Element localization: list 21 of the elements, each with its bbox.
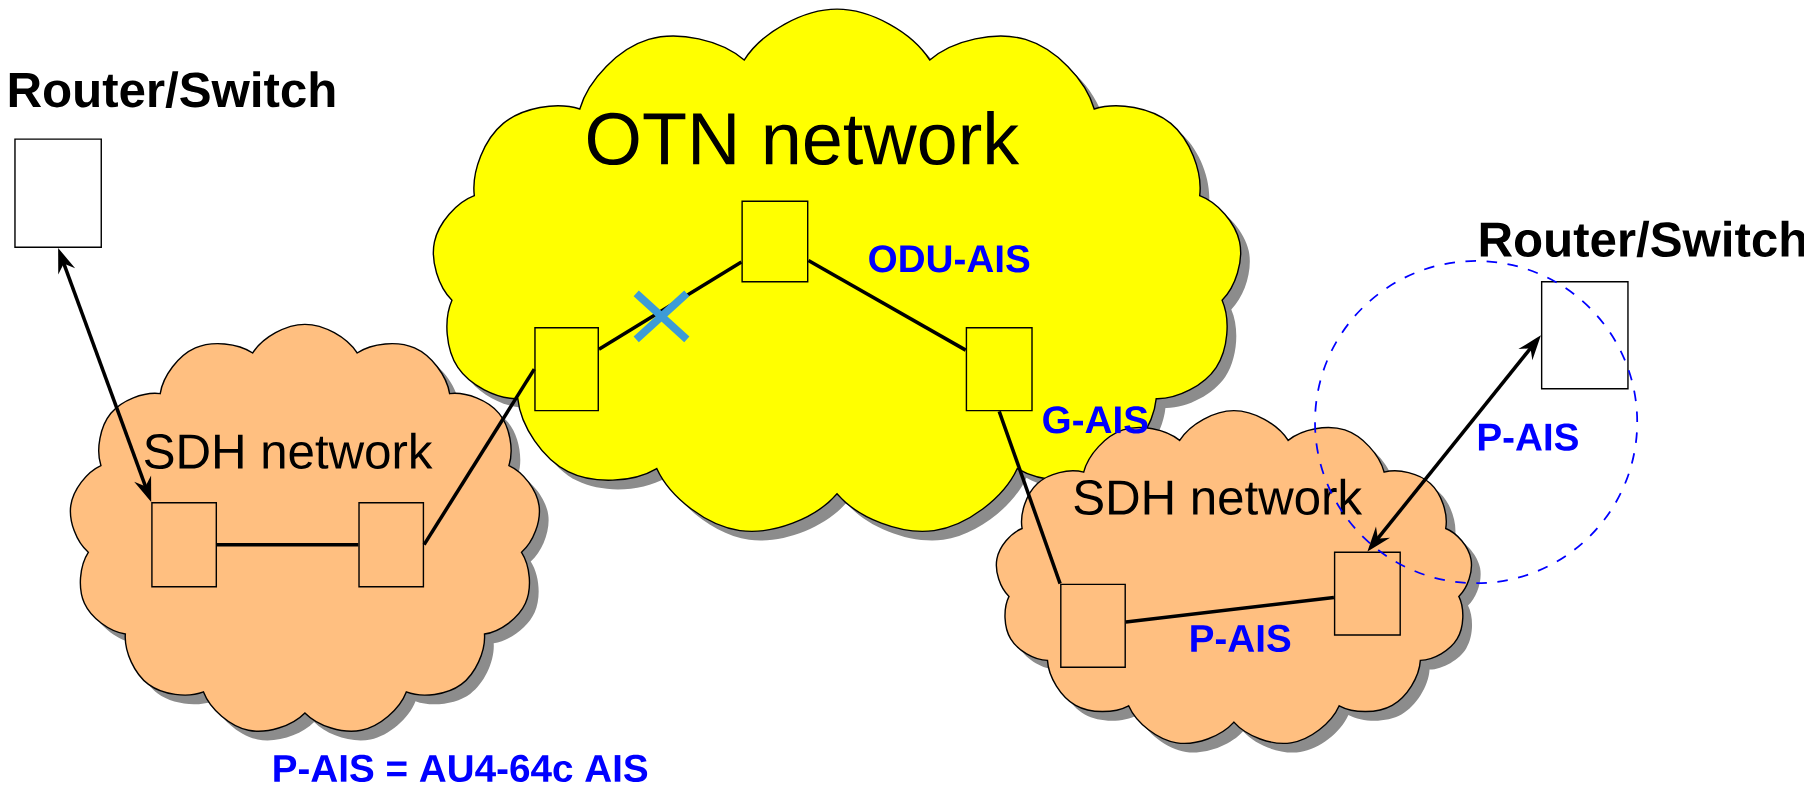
device-box (741, 200, 809, 283)
connector-line (997, 410, 1062, 585)
network-cloud: SDH network (69, 323, 549, 741)
node-label: Router/Switch (9, 71, 335, 108)
device-box (534, 327, 599, 412)
connector-line (598, 260, 743, 351)
device-box (151, 501, 217, 588)
edge-label: G-AIS (1043, 406, 1148, 434)
edge-label: ODU-AIS (869, 245, 1030, 273)
edge-label: P-AIS (1478, 423, 1578, 451)
router-box: Router/Switch (9, 71, 335, 248)
device-box (965, 327, 1033, 412)
connector-line (422, 368, 536, 546)
device-box (1333, 551, 1401, 636)
device-box (358, 501, 425, 588)
connector-line (217, 542, 359, 547)
note-text: P-AIS = AU4-64c AIS (274, 754, 648, 783)
edge-label: P-AIS (1191, 624, 1291, 653)
connector-line (1125, 595, 1335, 624)
connector-line (807, 259, 967, 352)
device-box (1060, 583, 1126, 668)
